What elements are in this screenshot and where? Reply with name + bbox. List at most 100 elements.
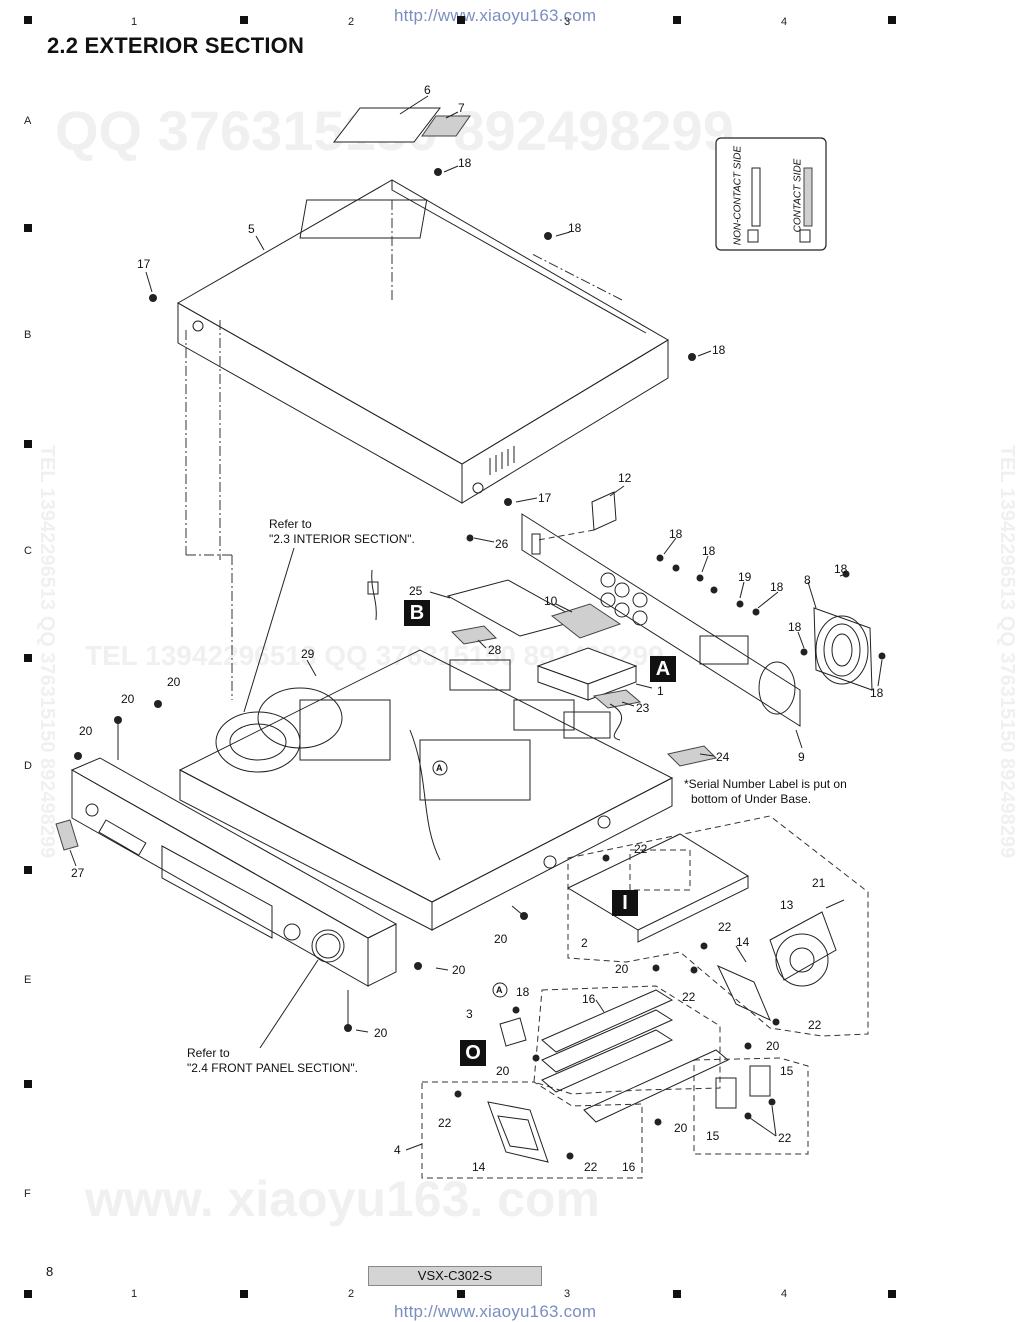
refer-front-line1: Refer to <box>187 1046 230 1060</box>
part-label: 7 <box>458 101 465 115</box>
grid-mark <box>24 866 32 874</box>
grid-mark <box>24 440 32 448</box>
row-letter: F <box>24 1188 31 1200</box>
part-label: 17 <box>137 257 151 271</box>
column-number: 1 <box>131 16 138 28</box>
grid-mark <box>888 16 896 24</box>
refer-interior-line2: "2.3 INTERIOR SECTION". <box>269 532 415 546</box>
part-label: 22 <box>808 1018 822 1032</box>
circled-a-2 <box>492 982 508 998</box>
part-label: 10 <box>544 594 558 608</box>
part-label: 14 <box>472 1160 486 1174</box>
column-number: 4 <box>781 1288 788 1300</box>
board-a-badge: A <box>650 656 676 682</box>
row-letter: A <box>24 115 32 127</box>
part-label: 20 <box>615 962 629 976</box>
refer-interior-line1: Refer to <box>269 517 312 531</box>
part-label: 20 <box>374 1026 388 1040</box>
label-24 <box>667 745 717 767</box>
part-label: 6 <box>424 83 431 97</box>
fan-bracket-14 <box>716 945 771 1022</box>
part-label: 12 <box>618 471 632 485</box>
part-label: 20 <box>674 1121 688 1135</box>
part-label: 20 <box>494 932 508 946</box>
grid-mark <box>240 1290 248 1298</box>
legend-contact: CONTACT SIDE <box>792 158 804 233</box>
label-27 <box>55 819 79 851</box>
part-label: 20 <box>452 963 466 977</box>
grid-mark <box>24 1080 32 1088</box>
part-label: 18 <box>870 686 884 700</box>
part-label: 21 <box>812 876 826 890</box>
circled-a-1 <box>432 760 448 776</box>
fan-bracket-14b <box>487 1101 549 1163</box>
part-label: 18 <box>712 343 726 357</box>
part-label: 20 <box>167 675 181 689</box>
part-label: 20 <box>121 692 135 706</box>
part-label: 28 <box>488 643 502 657</box>
grid-mark <box>673 16 681 24</box>
part-label: 1 <box>657 684 664 698</box>
part-label: 20 <box>79 724 93 738</box>
board-i-badge: I <box>612 890 638 916</box>
part-label: 22 <box>778 1131 792 1145</box>
sheet-10 <box>550 603 622 639</box>
page-number: 8 <box>46 1264 54 1279</box>
part-label: 18 <box>702 544 716 558</box>
serial-note-line2: bottom of Under Base. <box>691 792 812 806</box>
label-sheet-6 <box>332 107 471 143</box>
chassis <box>178 569 674 931</box>
part-label: 17 <box>538 491 552 505</box>
part-label: 23 <box>636 701 650 715</box>
column-number: 2 <box>348 16 355 28</box>
section-title: 2.2 EXTERIOR SECTION <box>47 33 305 58</box>
pcb-25 <box>429 579 582 637</box>
column-number: 4 <box>781 16 788 28</box>
part-label: 19 <box>738 570 752 584</box>
row-letter: D <box>24 760 32 772</box>
part-label: 14 <box>736 935 750 949</box>
part-label: 18 <box>770 580 784 594</box>
column-number: 1 <box>131 1288 138 1300</box>
part-label: 13 <box>780 898 794 912</box>
grid-mark <box>673 1290 681 1298</box>
part-label: 27 <box>71 866 85 880</box>
part-label: 22 <box>682 990 696 1004</box>
part-label: 18 <box>568 221 582 235</box>
part-label: 25 <box>409 584 423 598</box>
board-o-badge: O <box>460 1040 486 1066</box>
part-label: 18 <box>516 985 530 999</box>
column-number: 3 <box>564 16 571 28</box>
part-label: 18 <box>458 156 472 170</box>
row-letter: C <box>24 545 32 557</box>
sheet-28 <box>450 625 498 645</box>
part-label: 2 <box>581 936 588 950</box>
column-number: 2 <box>348 1288 355 1300</box>
part-label: 22 <box>634 842 648 856</box>
circled-a-label: A <box>436 763 443 773</box>
serial-note-line1: *Serial Number Label is put on <box>684 777 847 791</box>
part-label: 18 <box>834 562 848 576</box>
grid-mark <box>24 1290 32 1298</box>
grid-mark <box>457 16 465 24</box>
header-url[interactable]: http://www.xiaoyu163.com <box>394 6 597 25</box>
part-label: 5 <box>248 222 255 236</box>
part-label: 9 <box>798 750 805 764</box>
screws-top <box>149 168 696 506</box>
part-3 <box>499 1017 527 1047</box>
part-label: 15 <box>706 1129 720 1143</box>
circled-a-label: A <box>496 985 503 995</box>
front-panel <box>70 757 398 987</box>
footer-url[interactable]: http://www.xiaoyu163.com <box>394 1302 597 1321</box>
grid-mark <box>240 16 248 24</box>
part-label: 18 <box>788 620 802 634</box>
model-name: VSX-C302-S <box>368 1266 542 1286</box>
part-label: 20 <box>766 1039 780 1053</box>
column-number: 3 <box>564 1288 571 1300</box>
grid-mark <box>24 654 32 662</box>
fan-13 <box>769 899 845 987</box>
part-label: 22 <box>438 1116 452 1130</box>
screws-front <box>74 700 528 1032</box>
part-label: 16 <box>622 1160 636 1174</box>
board-b-badge: B <box>404 600 430 626</box>
